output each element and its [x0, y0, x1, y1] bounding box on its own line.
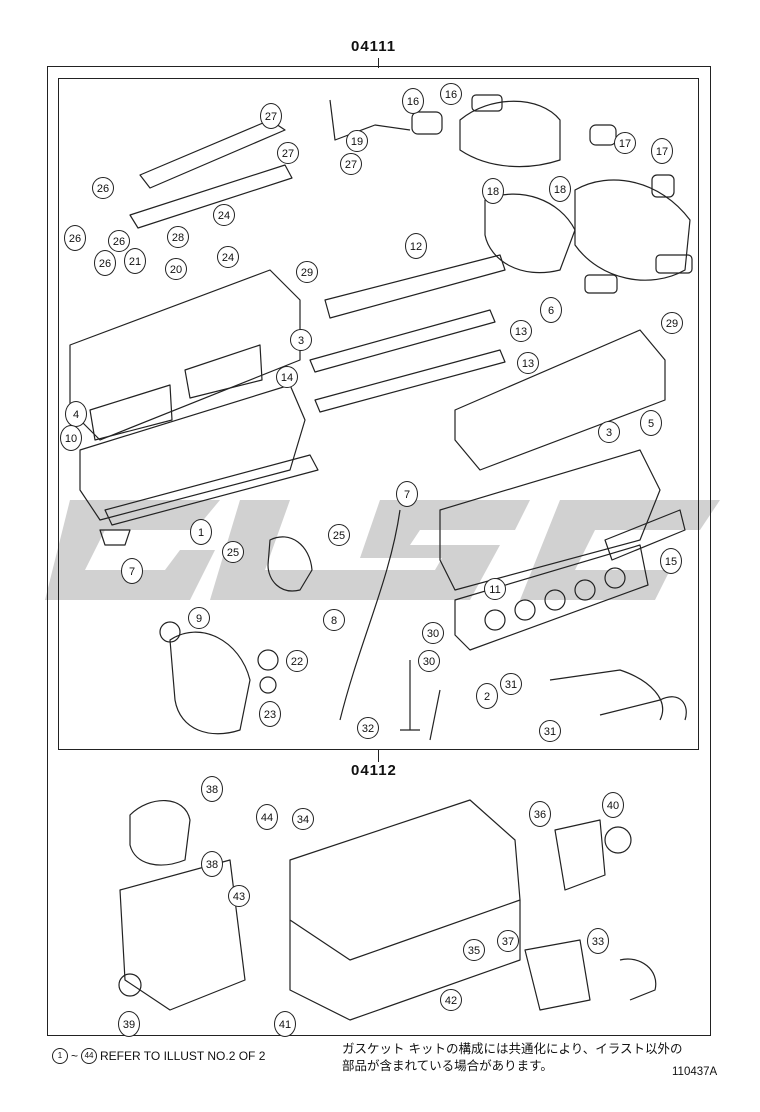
- callout-27: 27: [277, 142, 299, 164]
- callout-10: 10: [60, 425, 82, 451]
- callout-17: 17: [651, 138, 673, 164]
- callout-8: 8: [323, 609, 345, 631]
- callout-26: 26: [64, 225, 86, 251]
- callout-39: 39: [118, 1011, 140, 1037]
- callout-15: 15: [660, 548, 682, 574]
- kit-composition-note: ガスケット キットの構成には共通化により、イラスト以外の 部品が含まれている場合…: [342, 1040, 712, 1074]
- range-separator: ~: [71, 1049, 79, 1063]
- callout-3: 3: [290, 329, 312, 351]
- callout-44: 44: [256, 804, 278, 830]
- callout-2: 2: [476, 683, 498, 709]
- callout-29: 29: [661, 312, 683, 334]
- callout-7: 7: [121, 558, 143, 584]
- callout-11: 11: [484, 578, 506, 600]
- callout-16: 16: [440, 83, 462, 105]
- callout-4: 4: [65, 401, 87, 427]
- callout-31: 31: [539, 720, 561, 742]
- callout-40: 40: [602, 792, 624, 818]
- callout-25: 25: [222, 541, 244, 563]
- callout-34: 34: [292, 808, 314, 830]
- callout-26: 26: [94, 250, 116, 276]
- callout-26: 26: [108, 230, 130, 252]
- callout-25: 25: [328, 524, 350, 546]
- callout-13: 13: [510, 320, 532, 342]
- callout-28: 28: [167, 226, 189, 248]
- callout-7: 7: [396, 481, 418, 507]
- callout-43: 43: [228, 885, 250, 907]
- callout-6: 6: [540, 297, 562, 323]
- callout-42: 42: [440, 989, 462, 1011]
- callout-9: 9: [188, 607, 210, 629]
- callout-23: 23: [259, 701, 281, 727]
- note-line-2: 部品が含まれている場合があります。: [342, 1058, 553, 1073]
- callout-1: 1: [190, 519, 212, 545]
- group-tick-bottom: [378, 750, 379, 762]
- callout-30: 30: [422, 622, 444, 644]
- refer-text: REFER TO ILLUST NO.2 OF 2: [100, 1049, 266, 1063]
- callout-20: 20: [165, 258, 187, 280]
- callout-18: 18: [482, 178, 504, 204]
- callout-37: 37: [497, 930, 519, 952]
- callout-19: 19: [346, 130, 368, 152]
- group-tick-top: [378, 58, 379, 68]
- callout-38: 38: [201, 851, 223, 877]
- callout-29: 29: [296, 261, 318, 283]
- callout-38: 38: [201, 776, 223, 802]
- callout-5: 5: [640, 410, 662, 436]
- callout-26: 26: [92, 177, 114, 199]
- callout-32: 32: [357, 717, 379, 739]
- callout-18: 18: [549, 176, 571, 202]
- callout-16: 16: [402, 88, 424, 114]
- callout-13: 13: [517, 352, 539, 374]
- callout-27: 27: [340, 153, 362, 175]
- callout-17: 17: [614, 132, 636, 154]
- callout-31: 31: [500, 673, 522, 695]
- callout-22: 22: [286, 650, 308, 672]
- callout-33: 33: [587, 928, 609, 954]
- callout-24: 24: [217, 246, 239, 268]
- range-start-callout: 1: [52, 1048, 68, 1064]
- callout-14: 14: [276, 366, 298, 388]
- group-code-04112: 04112: [351, 762, 397, 779]
- callout-12: 12: [405, 233, 427, 259]
- callout-41: 41: [274, 1011, 296, 1037]
- callout-35: 35: [463, 939, 485, 961]
- callout-24: 24: [213, 204, 235, 226]
- outer-frame: [47, 66, 711, 1036]
- callout-3: 3: [598, 421, 620, 443]
- range-end-callout: 44: [81, 1048, 98, 1064]
- inner-frame: [58, 78, 699, 750]
- group-code-04111: 04111: [351, 38, 397, 55]
- callout-30: 30: [418, 650, 440, 672]
- refer-note: 1 ~ 44 REFER TO ILLUST NO.2 OF 2: [52, 1048, 265, 1064]
- callout-27: 27: [260, 103, 282, 129]
- callout-21: 21: [124, 248, 146, 274]
- note-line-1: ガスケット キットの構成には共通化により、イラスト以外の: [342, 1041, 683, 1056]
- diagram-id: 110437A: [672, 1066, 718, 1078]
- callout-36: 36: [529, 801, 551, 827]
